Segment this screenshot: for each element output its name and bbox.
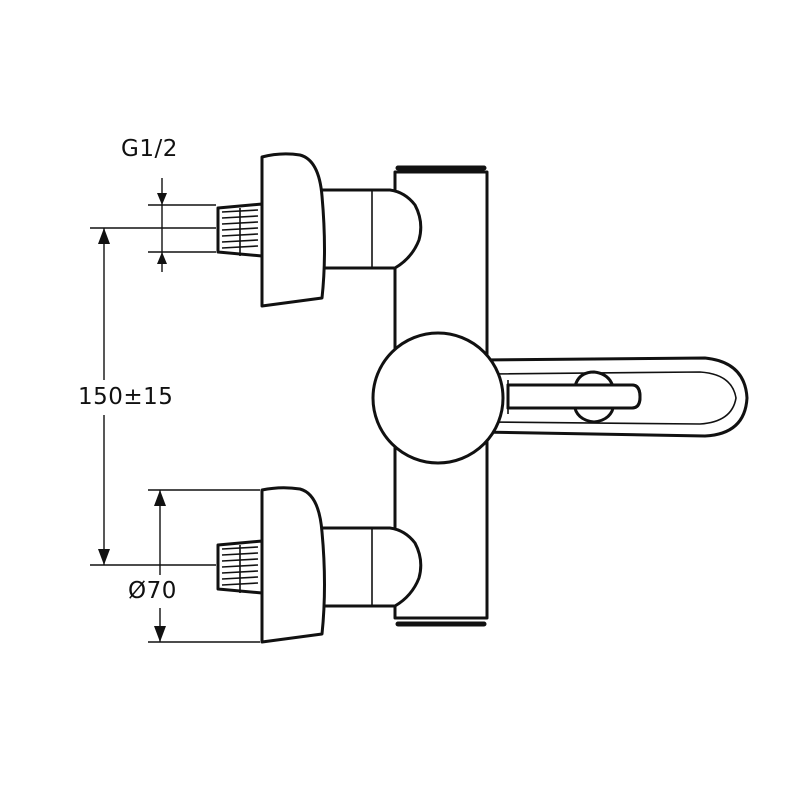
diameter-label: Ø70 (128, 578, 177, 604)
center-distance-dimension (90, 227, 216, 566)
top-connector (216, 152, 423, 308)
center-distance-label: 150±15 (78, 384, 174, 410)
thread-size-label: G1/2 (121, 136, 178, 162)
diameter-dimension (148, 489, 260, 643)
thread-dimension (148, 178, 216, 272)
bottom-connector (216, 486, 423, 644)
control-knob (371, 331, 505, 465)
lever-handle (506, 370, 642, 424)
